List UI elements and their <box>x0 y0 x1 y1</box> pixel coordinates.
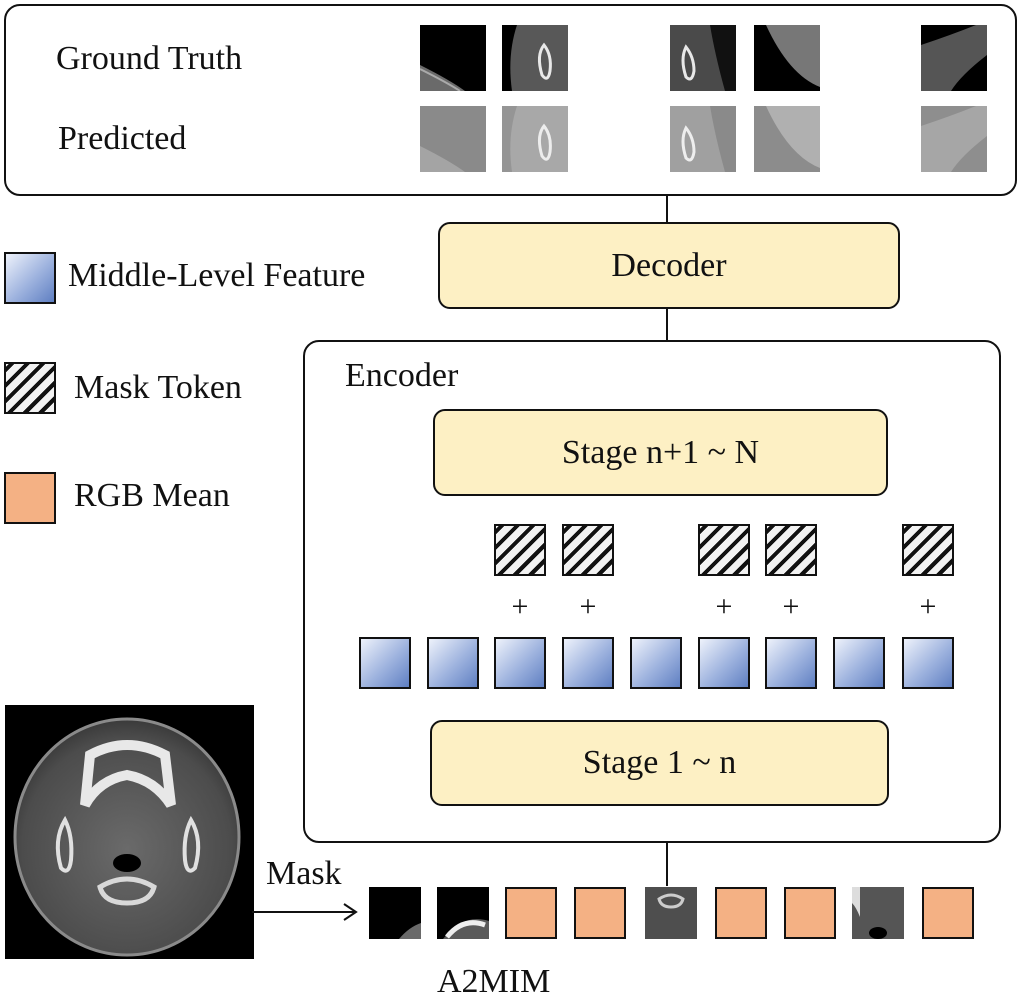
mask-arrow <box>252 903 358 921</box>
predicted-patch <box>921 106 987 172</box>
ground-truth-label: Ground Truth <box>56 40 243 77</box>
mask-token <box>902 524 954 576</box>
legend-feature-label: Middle-Level Feature <box>68 257 366 294</box>
plus-sign: + <box>579 590 597 623</box>
mask-token <box>562 524 614 576</box>
decoder-block: Decoder <box>438 222 900 309</box>
ground-truth-patch <box>921 25 987 91</box>
feature-token <box>562 637 614 689</box>
rgb-mean-patch <box>715 887 767 939</box>
feature-token <box>494 637 546 689</box>
rgb-mean-patch <box>505 887 557 939</box>
predicted-patch <box>754 106 820 172</box>
mask-token <box>765 524 817 576</box>
legend-rgb-mean-swatch <box>4 472 56 524</box>
encoder-title: Encoder <box>345 357 459 394</box>
plus-sign: + <box>782 590 800 623</box>
input-ct-image <box>5 705 254 959</box>
ground-truth-patch <box>502 25 568 91</box>
predicted-patch <box>502 106 568 172</box>
legend-mask-token-label: Mask Token <box>74 369 242 406</box>
legend-feature-swatch <box>4 252 56 304</box>
ground-truth-patch <box>754 25 820 91</box>
ground-truth-patch <box>420 25 486 91</box>
connector-line <box>666 806 668 886</box>
predicted-label: Predicted <box>58 120 187 157</box>
rgb-mean-patch <box>922 887 974 939</box>
legend-mask-token-swatch <box>4 362 56 414</box>
predicted-patch <box>420 106 486 172</box>
visible-patch <box>645 887 697 939</box>
stage-bottom-block: Stage 1 ~ n <box>430 720 889 806</box>
mask-token <box>698 524 750 576</box>
visible-patch <box>369 887 421 939</box>
feature-token <box>359 637 411 689</box>
plus-sign: + <box>511 590 529 623</box>
method-caption: A2MIM <box>437 963 551 1000</box>
ground-truth-patch <box>670 25 736 91</box>
legend-rgb-mean-label: RGB Mean <box>74 477 230 514</box>
visible-patch <box>437 887 489 939</box>
feature-token <box>833 637 885 689</box>
rgb-mean-patch <box>574 887 626 939</box>
plus-sign: + <box>919 590 937 623</box>
plus-sign: + <box>715 590 733 623</box>
feature-token <box>902 637 954 689</box>
visible-patch <box>852 887 904 939</box>
feature-token <box>427 637 479 689</box>
feature-token <box>698 637 750 689</box>
mask-token <box>494 524 546 576</box>
stage-top-block: Stage n+1 ~ N <box>433 409 888 496</box>
mask-arrow-label: Mask <box>266 855 342 892</box>
feature-token <box>630 637 682 689</box>
feature-token <box>765 637 817 689</box>
predicted-patch <box>670 106 736 172</box>
rgb-mean-patch <box>784 887 836 939</box>
connector-line <box>666 196 668 222</box>
